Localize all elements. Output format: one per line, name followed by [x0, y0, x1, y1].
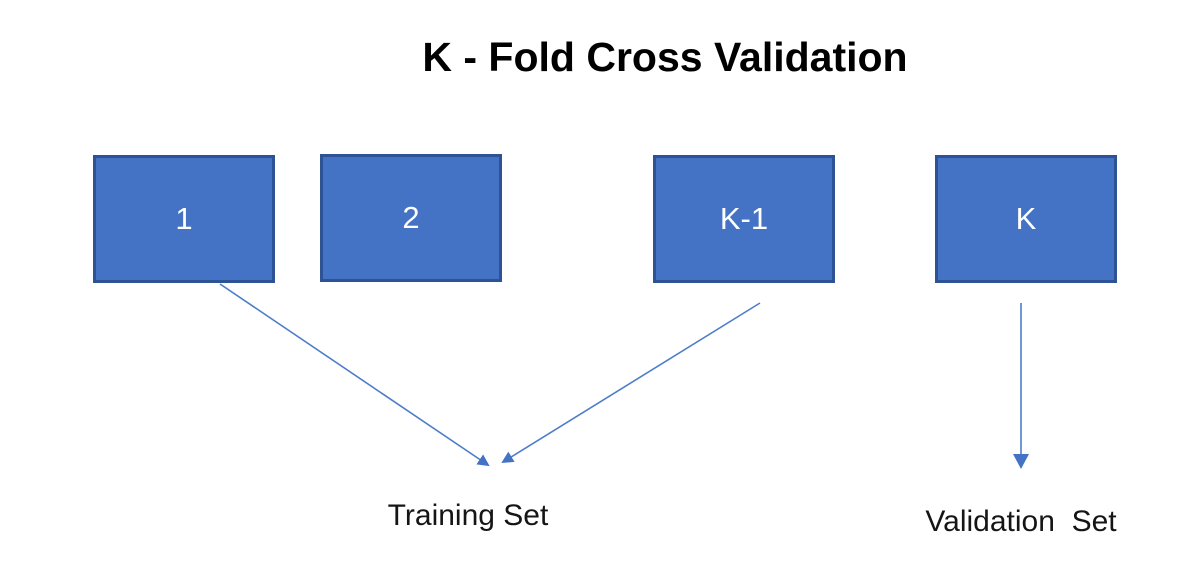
training-set-label: Training Set: [387, 499, 549, 532]
validation-set-label: Validation Set: [925, 505, 1117, 538]
fold-box-1-label: 1: [175, 201, 193, 236]
arrow-fold1-to-training-icon: [219, 283, 490, 467]
fold-box-k-minus-1-label: K-1: [719, 201, 769, 236]
fold-box-2: 2: [320, 154, 502, 282]
diagram-title: K - Fold Cross Validation: [422, 34, 908, 80]
fold-box-k-label: K: [1015, 201, 1037, 236]
fold-box-2-label: 2: [402, 200, 420, 235]
fold-box-k-minus-1: K-1: [653, 155, 835, 283]
fold-box-1: 1: [93, 155, 275, 283]
fold-box-k: K: [935, 155, 1117, 283]
arrow-foldk1-to-training-icon: [501, 302, 761, 464]
